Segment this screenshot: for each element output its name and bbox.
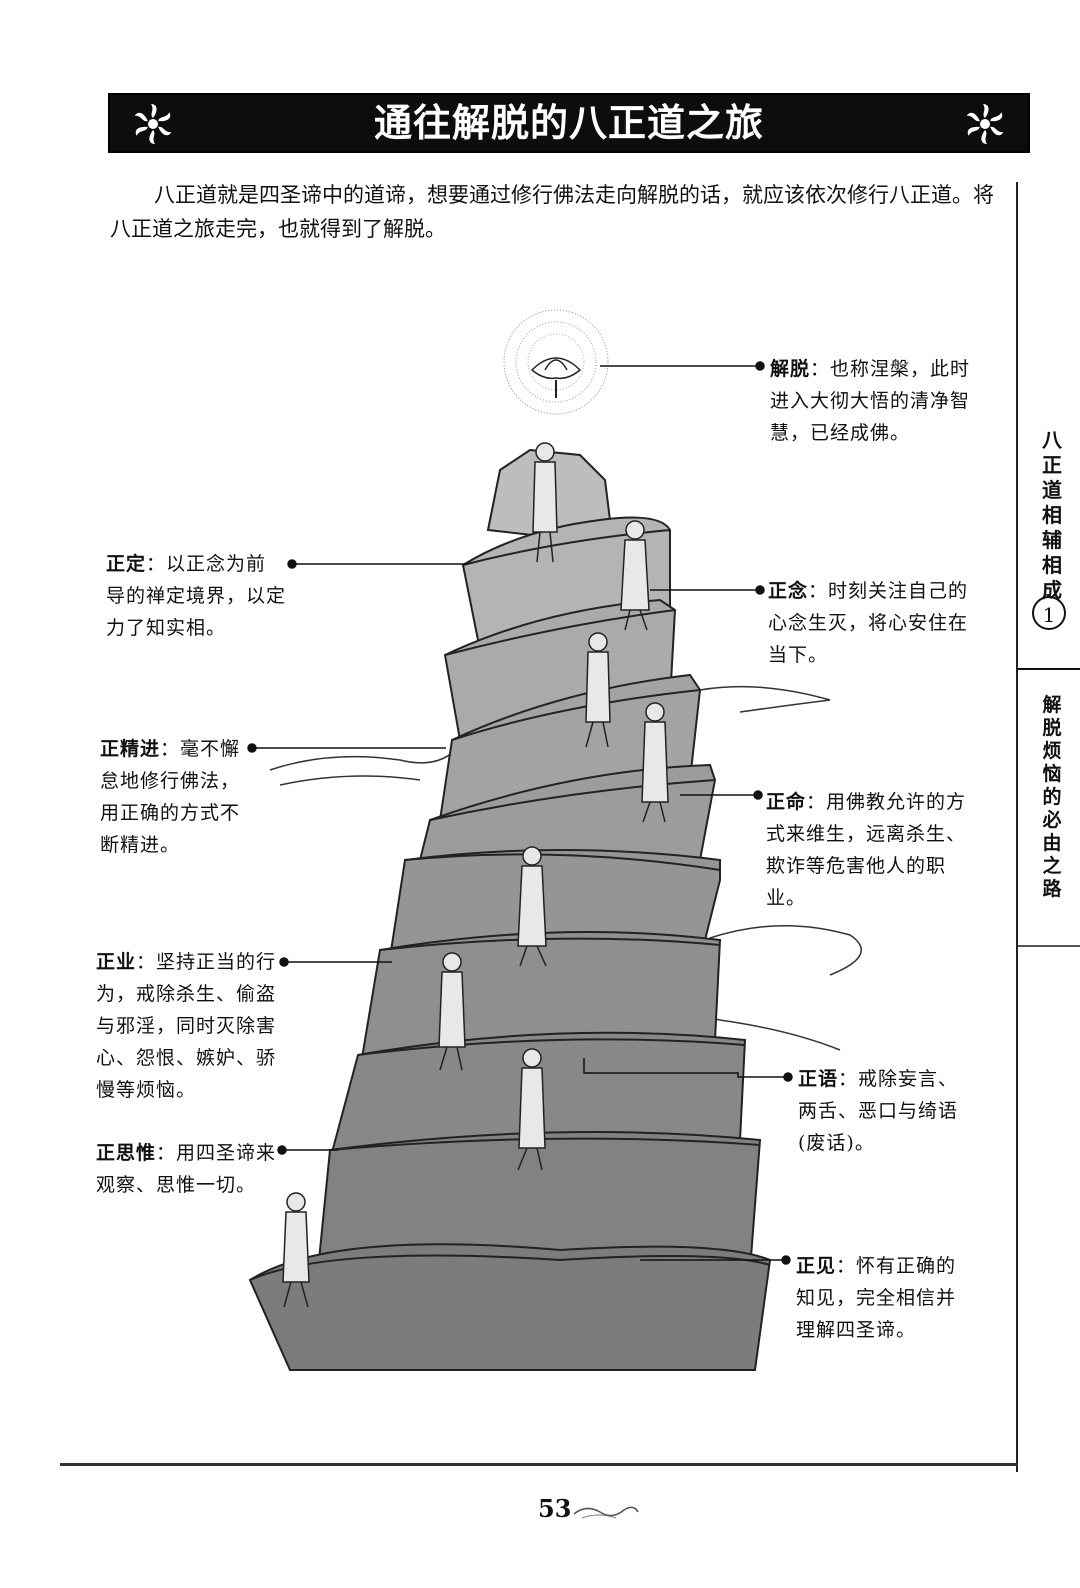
label-zhengye: 正业：坚持正当的行为，戒除杀生、偷盗与邪淫，同时灭除害心、怨恨、嫉妒、骄慢等烦恼… [96, 951, 277, 1101]
label-zhengnian: 正念：时刻关注自己的心念生灭，将心安住在当下。 [768, 580, 969, 666]
mountain-tiers [248, 448, 772, 1371]
monk-figures [282, 442, 669, 1308]
section-number-badge: 1 [1032, 596, 1066, 630]
lotus-flower-icon [966, 104, 1004, 144]
title-bar: 通往解脱的八正道之旅 [108, 93, 1030, 153]
halo-lotus-icon [503, 309, 609, 415]
cloud-swirls [269, 685, 862, 1051]
side-divider [1018, 668, 1080, 670]
label-jietuo: 解脱：也称涅槃，此时进入大彻大悟的清净智慧，已经成佛。 [770, 358, 971, 444]
lotus-flower-icon [134, 104, 172, 144]
label-zhengjingjin: 正精进：毫不懈怠地修行佛法，用正确的方式不断精进。 [100, 738, 241, 856]
label-zhengjian: 正见：怀有正确的知见，完全相信并理解四圣谛。 [796, 1255, 957, 1341]
bottom-rule [60, 1463, 1018, 1466]
cloud-swirl-icon [573, 1506, 639, 1519]
page-number: 53 [538, 1494, 572, 1523]
label-zhengming: 正命：用佛教允许的方式来维生，远离杀生、欺诈等危害他人的职业。 [766, 791, 967, 909]
label-zhengsiwei: 正思惟：用四圣谛来观察、思惟一切。 [96, 1142, 277, 1196]
side-divider [1018, 945, 1080, 947]
side-tab-chapter: 解脱烦恼的必由之路 [1042, 694, 1062, 900]
leader-lines [247, 361, 793, 1265]
side-tab-section: 八正道相辅相成 [1042, 428, 1062, 602]
label-zhengyu: 正语：戒除妄言、两舌、恶口与绮语(废话)。 [798, 1068, 959, 1154]
label-zhengding: 正定：以正念为前导的禅定境界，以定力了知实相。 [106, 553, 287, 639]
page-title: 通往解脱的八正道之旅 [373, 101, 764, 145]
right-margin-rule [1016, 182, 1018, 1472]
intro-paragraph: 八正道就是四圣谛中的道谛，想要通过修行佛法走向解脱的话，就应该依次修行八正道。将… [110, 183, 994, 241]
